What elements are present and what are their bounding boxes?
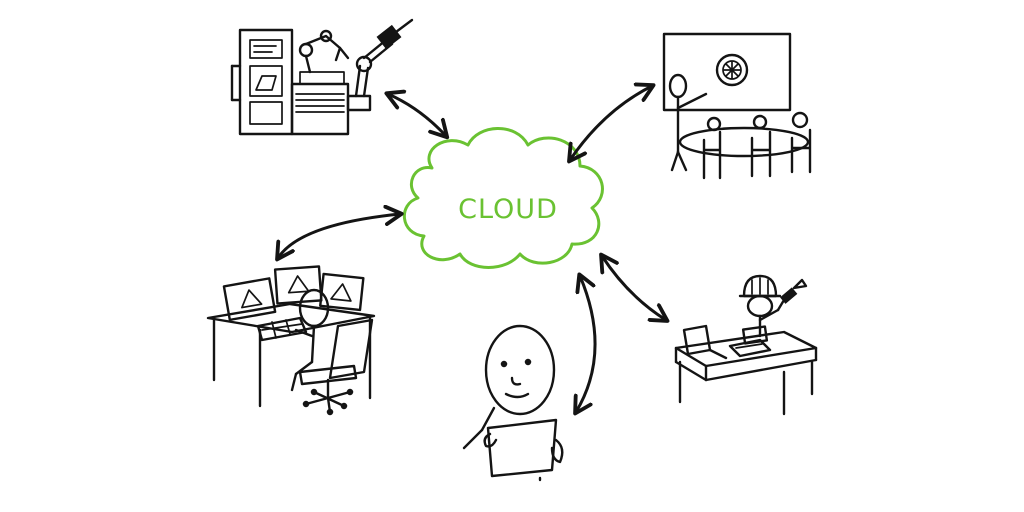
arrow-tablet-cloud <box>576 276 597 412</box>
field-technician-icon <box>674 274 818 416</box>
tablet-user-icon <box>462 324 564 482</box>
arrow-factory-cloud <box>388 94 446 136</box>
connector-arrows <box>278 86 666 412</box>
cloud-shape <box>402 127 604 269</box>
arrow-workstation-cloud <box>278 214 400 258</box>
engineering-workstation-icon <box>206 265 376 416</box>
meeting-presentation-icon <box>662 32 812 180</box>
cloud-node: CLOUD <box>402 127 604 269</box>
arrow-technician-cloud <box>602 256 666 320</box>
factory-robot-icon <box>230 18 414 136</box>
arrow-meeting-cloud <box>570 86 652 160</box>
cloud-label: CLOUD <box>458 194 558 225</box>
